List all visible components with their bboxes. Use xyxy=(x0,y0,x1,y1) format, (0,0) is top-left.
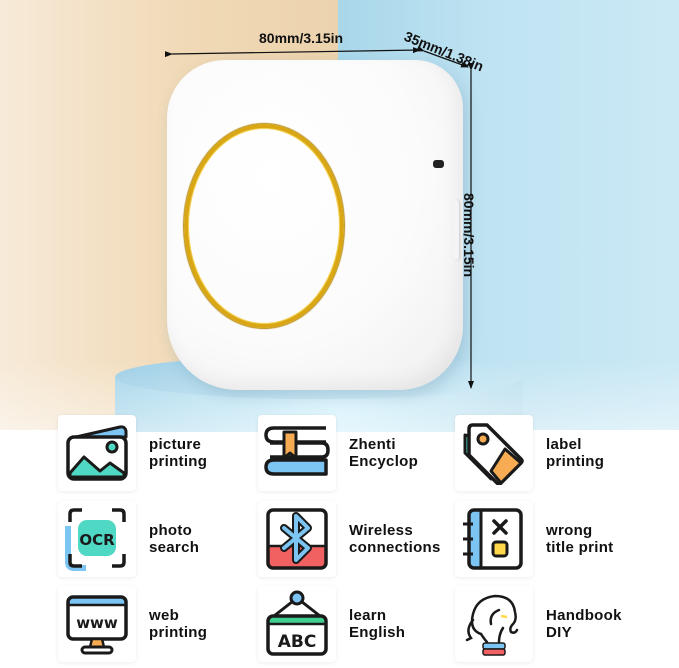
abc-text: ABC xyxy=(278,632,317,652)
height-dimension-label: 80mm/3.15in xyxy=(461,193,477,278)
side-button xyxy=(453,200,459,260)
width-dimension-label: 80mm/3.15in xyxy=(259,30,344,46)
ocr-text: OCR xyxy=(79,531,115,549)
monitor-www-icon: www xyxy=(58,586,136,662)
picture-icon xyxy=(58,415,136,491)
gold-ring xyxy=(184,124,344,328)
abc-sign-icon: ABC xyxy=(258,586,336,662)
notebook-icon xyxy=(455,501,533,577)
books-icon xyxy=(258,415,336,491)
ocr-icon: OCR xyxy=(58,501,136,577)
elephant-icon xyxy=(455,586,533,662)
charging-port xyxy=(433,160,444,168)
www-text: www xyxy=(76,614,118,632)
tag-icon xyxy=(455,415,533,491)
bluetooth-icon xyxy=(258,501,336,577)
